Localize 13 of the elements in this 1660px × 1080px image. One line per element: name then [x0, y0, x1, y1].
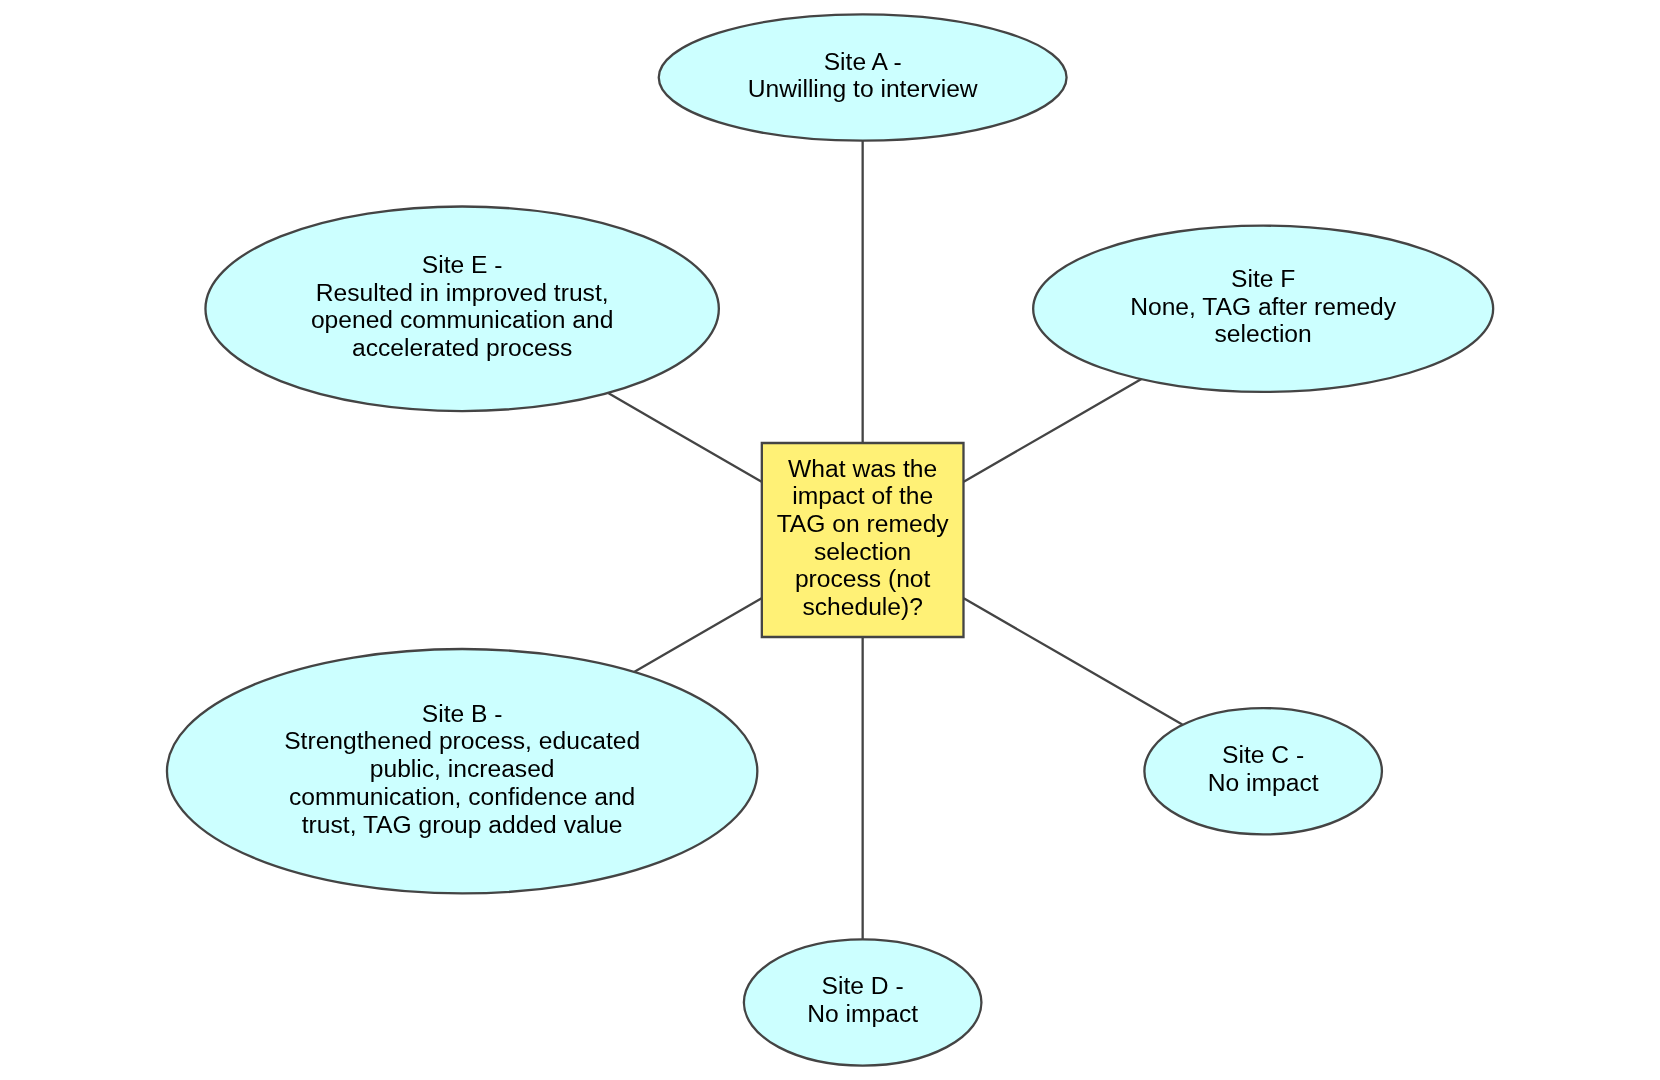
connector: [608, 392, 763, 483]
connector: [861, 637, 864, 940]
node-ellipse: Site B - Strengthened process, educated public, increased communication, confidence and trust, TAG group added value: [165, 647, 759, 895]
node-ellipse: Site C - No impact: [1143, 706, 1384, 836]
node-box: What was the impact of the TAG on remedy selection process (not schedule)?: [760, 441, 965, 639]
node-ellipse: Site D - No impact: [742, 938, 983, 1067]
connector: [963, 597, 1183, 726]
node-ellipse: Site F None, TAG after remedy selection: [1032, 224, 1495, 393]
connector: [963, 378, 1142, 483]
node-ellipse: Site E - Resulted in improved trust, opened communication and accelerated process: [204, 205, 720, 413]
connector: [861, 140, 864, 443]
node-ellipse: Site A - Unwilling to interview: [657, 13, 1068, 142]
connector: [633, 597, 763, 673]
